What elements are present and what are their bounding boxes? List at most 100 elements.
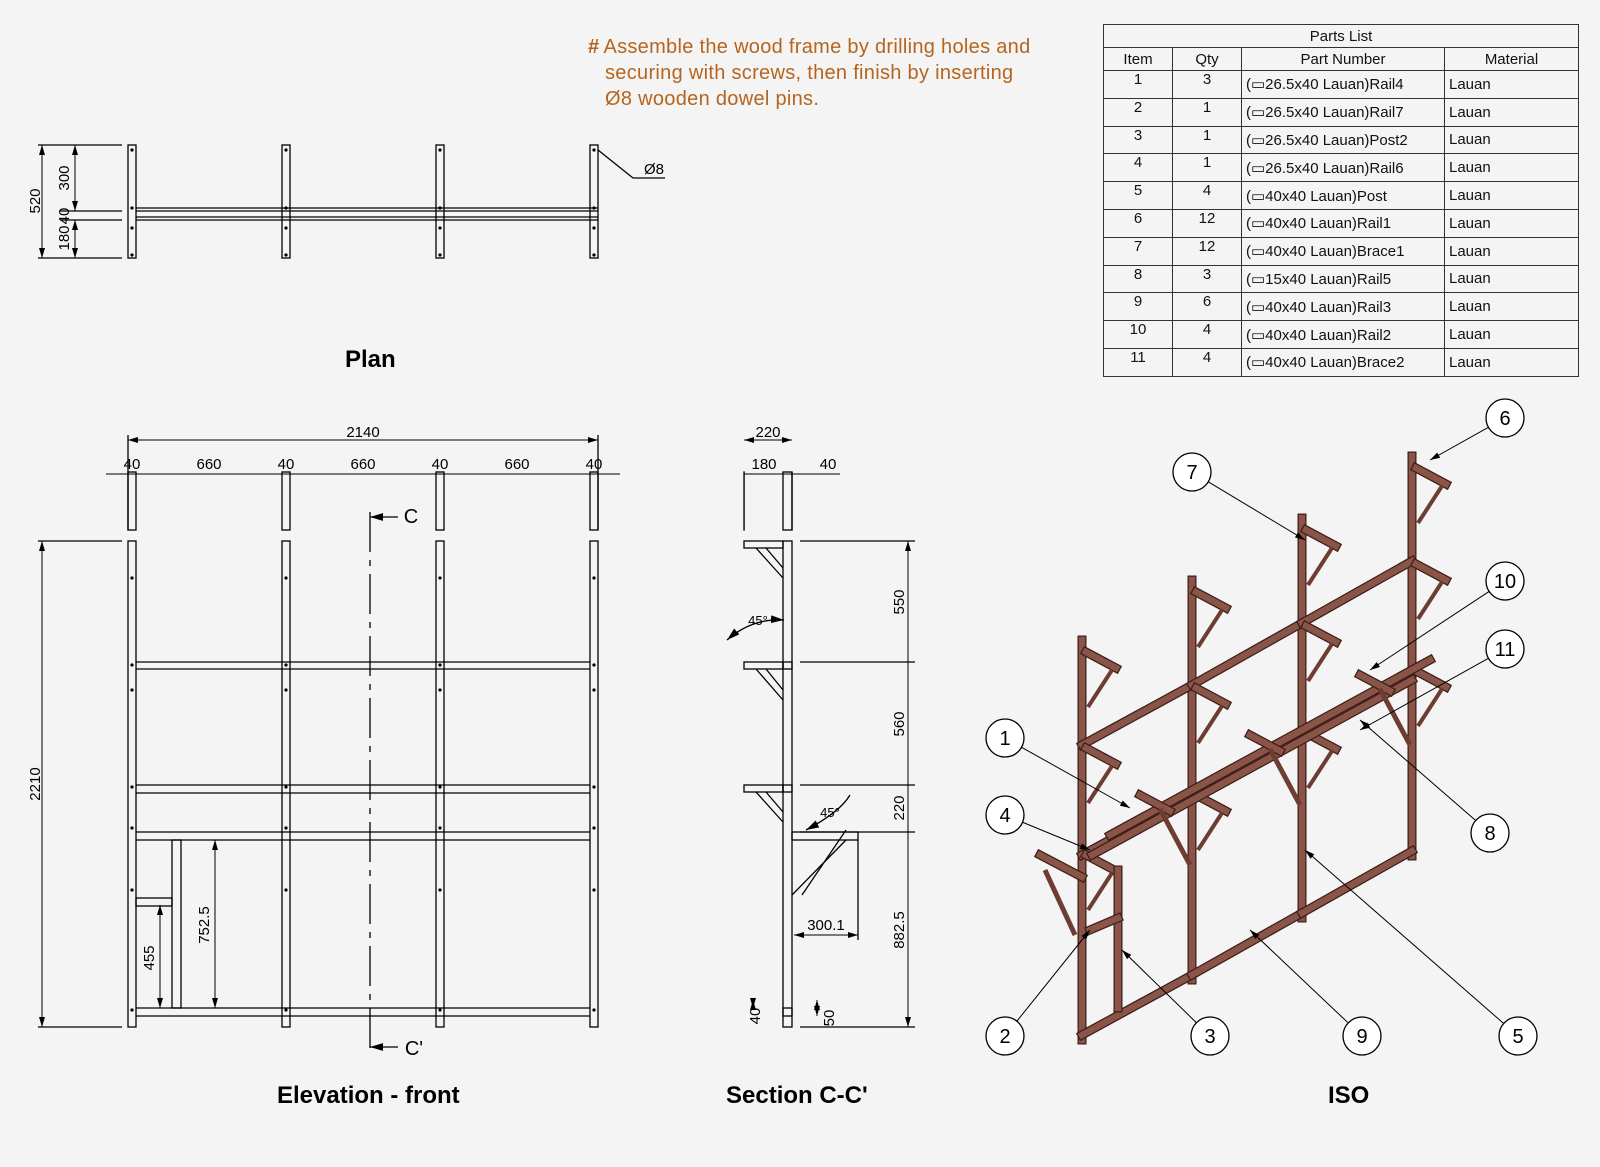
hole-mark: [130, 826, 134, 830]
hole-mark: [284, 688, 288, 692]
dimension-label: 220: [891, 795, 908, 820]
iso-brace: [1086, 871, 1114, 912]
hole-mark: [592, 785, 596, 789]
iso-brace: [1086, 668, 1114, 709]
item-cell: 3: [1103, 125, 1173, 155]
balloon-leader: [1208, 481, 1306, 541]
balloon-number: 11: [1495, 639, 1516, 661]
post: [127, 540, 137, 1028]
balloon-leader: [1304, 849, 1505, 1024]
dimension-label: 50: [821, 1010, 838, 1027]
qty-cell: 12: [1172, 236, 1242, 266]
material-cell: Lauan: [1444, 264, 1579, 294]
balloon-leader: [1022, 821, 1091, 851]
dimension-label: 40: [820, 456, 837, 473]
hole-mark: [130, 688, 134, 692]
short-rail: [135, 897, 173, 907]
column-header: Item: [1103, 47, 1173, 71]
item-cell: 2: [1103, 97, 1173, 127]
material-cell: Lauan: [1444, 153, 1579, 183]
balloon-circle: [985, 718, 1025, 758]
hole-mark: [438, 688, 442, 692]
balloon-number: 2: [999, 1026, 1010, 1048]
hole-mark: [130, 1008, 134, 1012]
iso-rail-bottom: [1297, 846, 1417, 918]
hole-mark: [592, 226, 596, 230]
balloon-number: 4: [999, 805, 1010, 827]
elevation-title: Elevation - front: [277, 1082, 460, 1109]
hole-mark: [592, 826, 596, 830]
iso-rail2: [1135, 790, 1175, 816]
material-cell: Lauan: [1444, 181, 1579, 210]
balloon-number: 3: [1204, 1026, 1215, 1048]
hole-mark: [438, 663, 442, 667]
part-number-cell: (▭40x40 Lauan)Brace2: [1241, 347, 1445, 377]
part-number-cell: (▭40x40 Lauan)Rail2: [1241, 320, 1445, 349]
part-number-cell: (▭40x40 Lauan)Rail3: [1241, 292, 1445, 322]
iso-brace: [1086, 764, 1114, 805]
balloon-circle: [1190, 1016, 1230, 1056]
dimension-label: 660: [196, 456, 221, 473]
section-view: [726, 437, 915, 1028]
hole-mark: [438, 253, 442, 257]
iso-rail2: [1245, 730, 1285, 756]
hole-mark: [130, 206, 134, 210]
hole-mark: [284, 663, 288, 667]
note-line: securing with screws, then finish by ins…: [605, 62, 1014, 84]
hole-mark: [284, 148, 288, 152]
post: [435, 144, 445, 259]
item-cell: 8: [1103, 264, 1173, 294]
iso-brace: [1306, 546, 1334, 587]
part-number-cell: (▭40x40 Lauan)Rail1: [1241, 208, 1445, 238]
dimension-label: 2210: [27, 767, 44, 800]
balloon-circle: [1172, 452, 1212, 492]
dimension-label: 40: [124, 456, 141, 473]
balloon-number: 1: [999, 728, 1010, 750]
elevation-view: [38, 435, 620, 1051]
note-line: Assemble the wood frame by drilling hole…: [603, 36, 1031, 58]
item-cell: 1: [1103, 70, 1173, 99]
iso-brace2: [1267, 747, 1303, 807]
dimension-label: 40: [586, 456, 603, 473]
dimension-label: 40: [56, 208, 73, 225]
iso-arm: [1301, 525, 1341, 551]
leader: [597, 149, 634, 179]
part-number-cell: (▭26.5x40 Lauan)Rail4: [1241, 70, 1445, 99]
inner-post: [171, 839, 182, 1009]
balloon-circle: [1342, 1016, 1382, 1056]
hole-mark: [130, 888, 134, 892]
hole-mark: [438, 148, 442, 152]
hole-mark: [592, 688, 596, 692]
note-marker: #: [588, 36, 600, 58]
hole-mark: [438, 576, 442, 580]
hole-mark: [438, 1008, 442, 1012]
dimension-label: 752.5: [196, 906, 213, 944]
qty-cell: 4: [1172, 181, 1242, 210]
iso-arm: [1081, 647, 1121, 673]
post: [782, 540, 793, 1028]
hole-mark: [592, 1008, 596, 1012]
dimension-label: C': [405, 1038, 423, 1060]
material-cell: Lauan: [1444, 347, 1579, 377]
post: [281, 144, 291, 259]
plan-view: [38, 144, 665, 259]
dimension-label: 455: [141, 945, 158, 970]
dimension-label: C: [404, 506, 418, 528]
dimension-label: 550: [891, 589, 908, 614]
part-number-cell: (▭26.5x40 Lauan)Rail7: [1241, 97, 1445, 127]
balloon-circle: [1470, 813, 1510, 853]
hole-mark: [284, 226, 288, 230]
hole-mark: [130, 226, 134, 230]
iso-title: ISO: [1328, 1082, 1370, 1109]
iso-brace: [1196, 811, 1224, 852]
dimension-label: Ø8: [644, 161, 664, 178]
hole-mark: [592, 576, 596, 580]
hole-mark: [284, 785, 288, 789]
iso-rail-upper: [1187, 618, 1307, 690]
column-header: Material: [1444, 47, 1579, 71]
